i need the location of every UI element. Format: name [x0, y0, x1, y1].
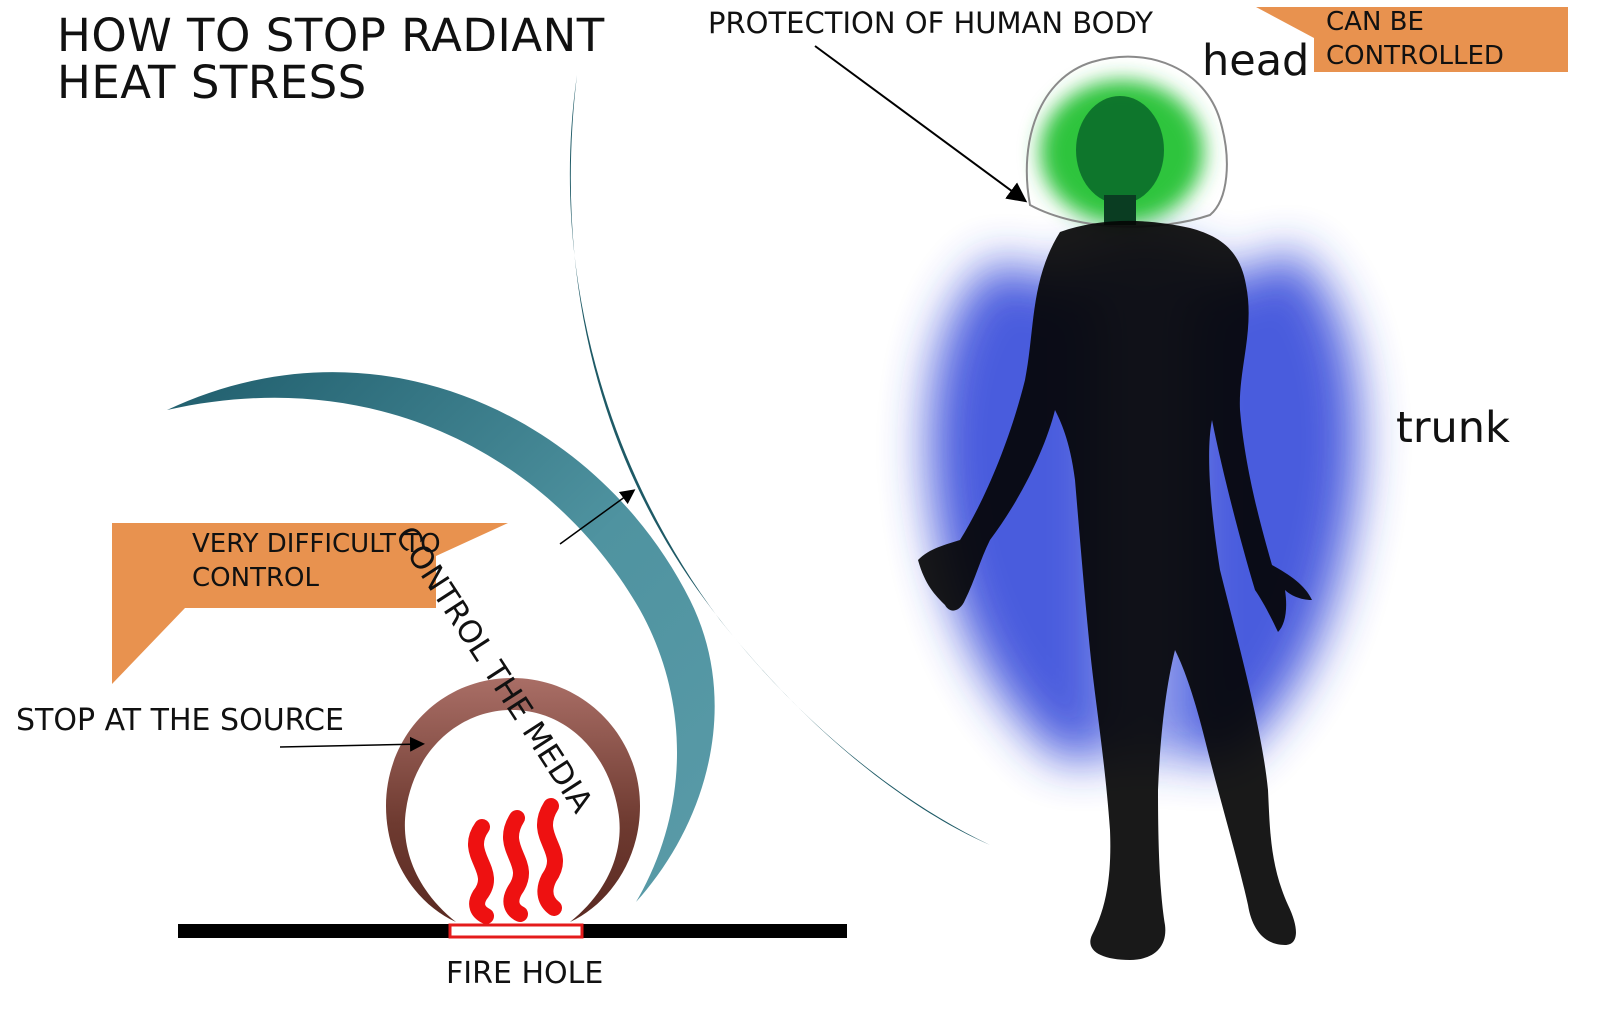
- title-line-1: HOW TO STOP RADIANT: [57, 12, 605, 59]
- head-label: head: [1202, 36, 1309, 86]
- protection-label: PROTECTION OF HUMAN BODY: [708, 6, 1153, 40]
- title-line-2: HEAT STRESS: [57, 59, 605, 106]
- protection-pointer: [815, 46, 1024, 200]
- can-be-controlled-line-2: CONTROLLED: [1326, 39, 1504, 73]
- very-difficult-line-2: CONTROL: [192, 561, 441, 595]
- fire-hole-outline: [450, 925, 582, 937]
- trunk-label: trunk: [1396, 403, 1510, 453]
- very-difficult-line-1: VERY DIFFICULT TO: [192, 527, 441, 561]
- fire-hole-label: FIRE HOLE: [446, 956, 603, 991]
- very-difficult-text: VERY DIFFICULT TO CONTROL: [192, 527, 441, 595]
- diagram-title: HOW TO STOP RADIANT HEAT STRESS: [57, 12, 605, 106]
- stop-source-label: STOP AT THE SOURCE: [16, 703, 344, 738]
- can-be-controlled-line-1: CAN BE: [1326, 5, 1504, 39]
- human-silhouette-icon: [918, 96, 1312, 960]
- flame-icon: [476, 806, 555, 916]
- can-be-controlled-text: CAN BE CONTROLLED: [1326, 5, 1504, 73]
- outer-media-arc: [570, 75, 990, 845]
